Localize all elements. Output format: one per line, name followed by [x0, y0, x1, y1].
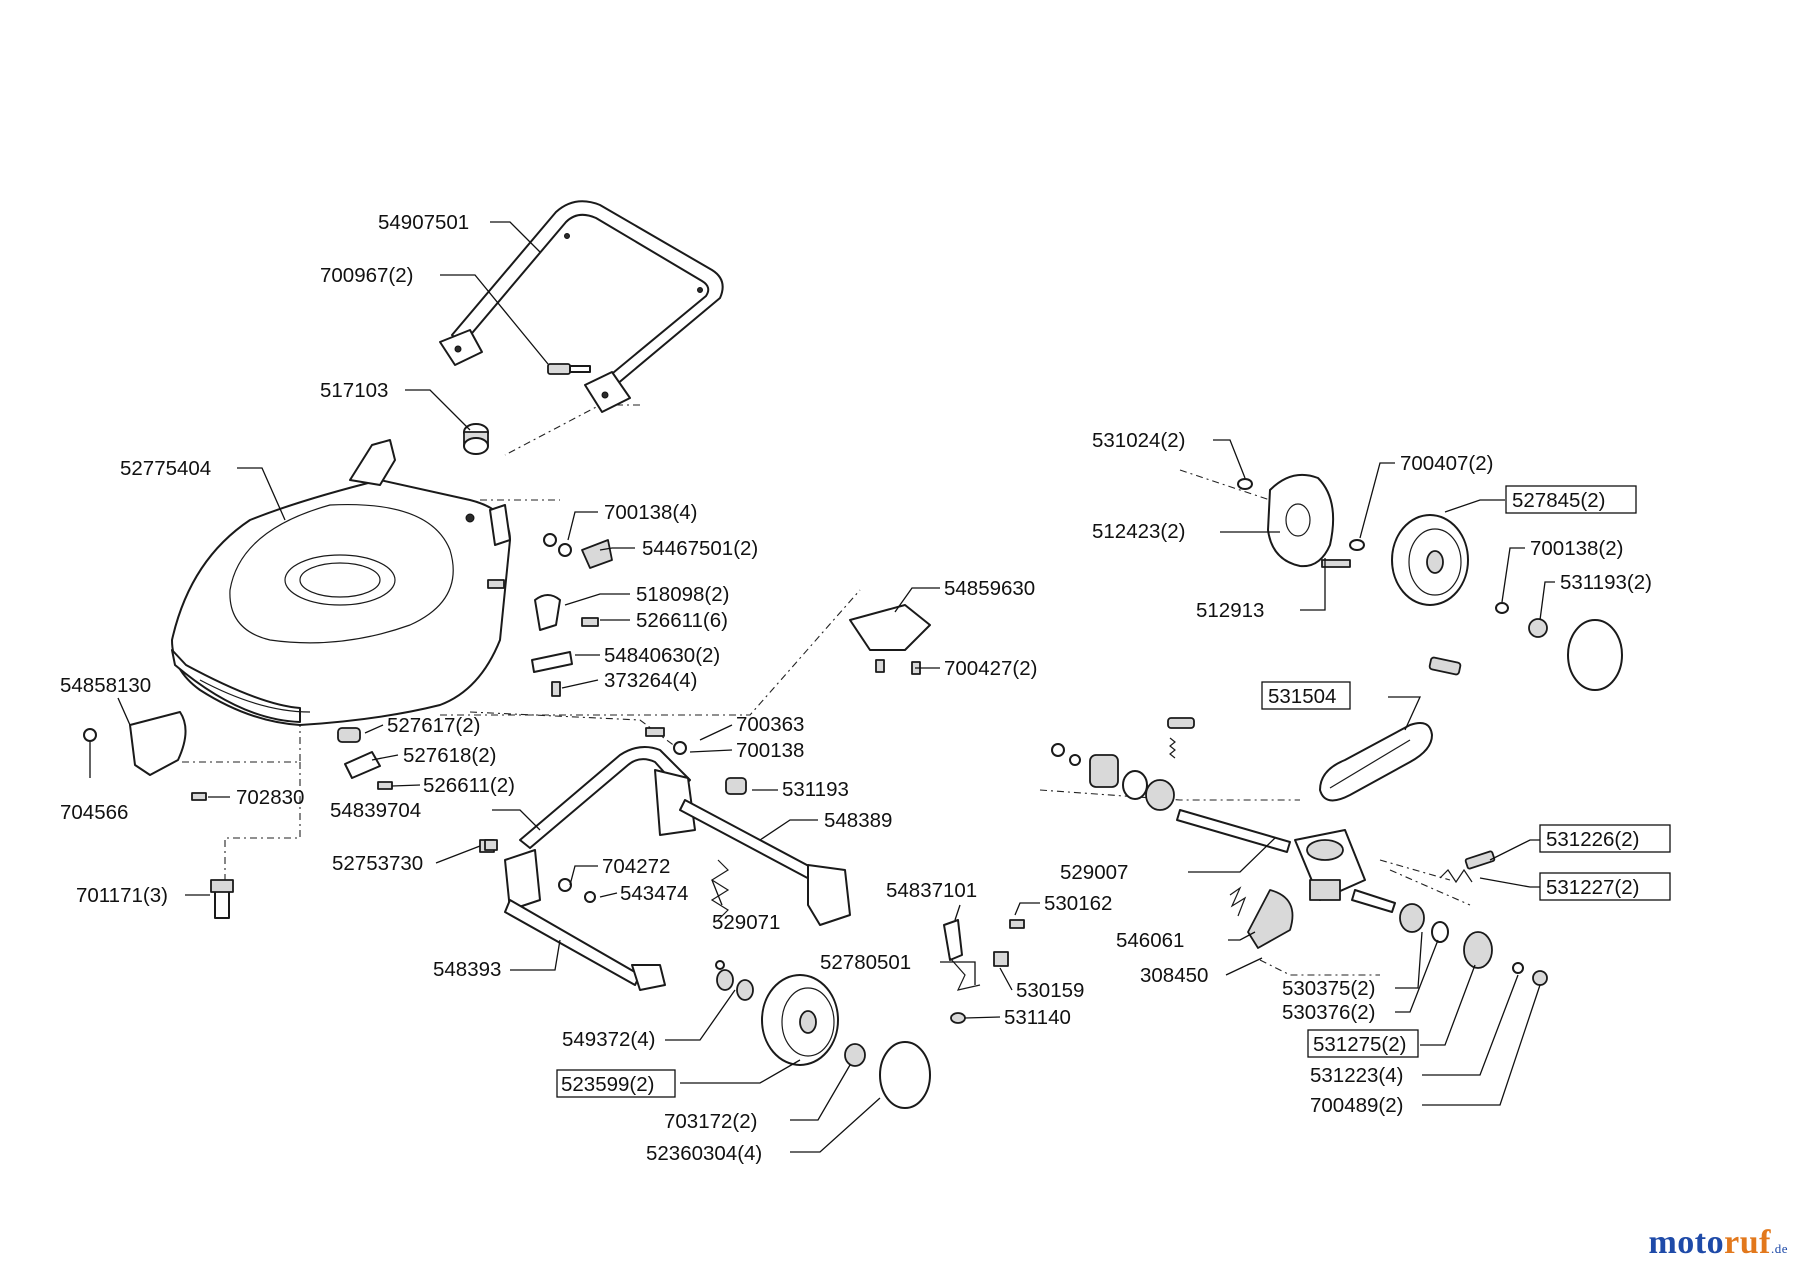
label-54858130: 54858130: [60, 674, 151, 697]
label-531024: 531024(2): [1092, 429, 1185, 452]
label-531193: 531193: [782, 778, 849, 801]
height-knob: [463, 423, 489, 455]
label-700138-2: 700138(2): [1530, 537, 1623, 560]
label-52753730: 52753730: [332, 852, 423, 875]
label-526611-6: 526611(6): [636, 609, 728, 632]
label-54907501: 54907501: [378, 211, 469, 234]
discharge-flap: [83, 711, 207, 801]
label-701171: 701171(3): [76, 884, 168, 907]
label-52360304: 52360304(4): [646, 1142, 762, 1165]
label-700138: 700138: [736, 739, 804, 762]
label-531504: 531504: [1268, 685, 1336, 708]
front-wheel: [715, 960, 931, 1109]
label-530375: 530375(2): [1282, 977, 1375, 1000]
label-54837101: 54837101: [886, 879, 977, 902]
label-54839704: 54839704: [330, 799, 421, 822]
label-531275: 531275(2): [1313, 1033, 1406, 1056]
mounting-plate: [849, 604, 931, 675]
mower-deck: [171, 439, 511, 726]
logo-text-moto: moto: [1648, 1224, 1725, 1261]
label-530159: 530159: [1016, 979, 1084, 1002]
rear-wheel-assembly: [1237, 474, 1623, 691]
label-704272: 704272: [602, 855, 670, 878]
label-529007: 529007: [1060, 861, 1128, 884]
gearbox-axle: [1051, 656, 1548, 986]
label-529071: 529071: [712, 911, 780, 934]
label-526611-2: 526611(2): [423, 774, 515, 797]
label-54467501: 54467501(2): [642, 537, 758, 560]
label-700363: 700363: [736, 713, 804, 736]
label-54840630: 54840630(2): [604, 644, 720, 667]
label-531140: 531140: [1004, 1006, 1071, 1029]
label-702830: 702830: [236, 786, 304, 809]
label-530162: 530162: [1044, 892, 1112, 915]
label-531227: 531227(2): [1546, 876, 1639, 899]
label-531226: 531226(2): [1546, 828, 1639, 851]
label-549372: 549372(4): [562, 1028, 655, 1051]
label-54859630: 54859630: [944, 577, 1035, 600]
logo-text-tld: .de: [1770, 1241, 1788, 1256]
label-700489: 700489(2): [1310, 1094, 1403, 1117]
drive-lever: [943, 919, 1025, 1024]
part-labels: 54907501 700967(2) 517103 52775404 70013…: [60, 211, 1652, 1165]
leader-lines: [89, 221, 1555, 1153]
label-546061: 546061: [1116, 929, 1184, 952]
handle-bolt: [547, 363, 591, 375]
label-527845: 527845(2): [1512, 489, 1605, 512]
label-531223: 531223(4): [1310, 1064, 1403, 1087]
label-517103: 517103: [320, 379, 388, 402]
label-52775404: 52775404: [120, 457, 211, 480]
label-512913: 512913: [1196, 599, 1264, 622]
label-512423: 512423(2): [1092, 520, 1185, 543]
upper-handle: [439, 200, 724, 413]
label-543474: 543474: [620, 882, 688, 905]
drive-belt: [1319, 722, 1433, 802]
label-700967: 700967(2): [320, 264, 413, 287]
label-548389: 548389: [824, 809, 892, 832]
label-700407: 700407(2): [1400, 452, 1493, 475]
label-373264: 373264(4): [604, 669, 697, 692]
lower-handle-assembly: [484, 727, 851, 991]
label-527617: 527617(2): [387, 714, 480, 737]
label-704566: 704566: [60, 801, 128, 824]
label-700427: 700427(2): [944, 657, 1037, 680]
label-boxes: [556, 485, 1671, 1098]
label-531193-2: 531193(2): [1560, 571, 1652, 594]
label-700138-4: 700138(4): [604, 501, 697, 524]
label-52780501: 52780501: [820, 951, 911, 974]
label-548393: 548393: [433, 958, 501, 981]
motoruf-logo: motoruf.de: [1648, 1224, 1788, 1262]
label-308450: 308450: [1140, 964, 1208, 987]
label-530376: 530376(2): [1282, 1001, 1375, 1024]
label-527618: 527618(2): [403, 744, 496, 767]
label-703172: 703172(2): [664, 1110, 757, 1133]
label-518098: 518098(2): [636, 583, 729, 606]
deck-hardware: [531, 533, 613, 697]
label-523599: 523599(2): [561, 1073, 654, 1096]
logo-text-ruf: ruf: [1724, 1224, 1771, 1261]
assembly-guide-lines: [180, 404, 1471, 976]
